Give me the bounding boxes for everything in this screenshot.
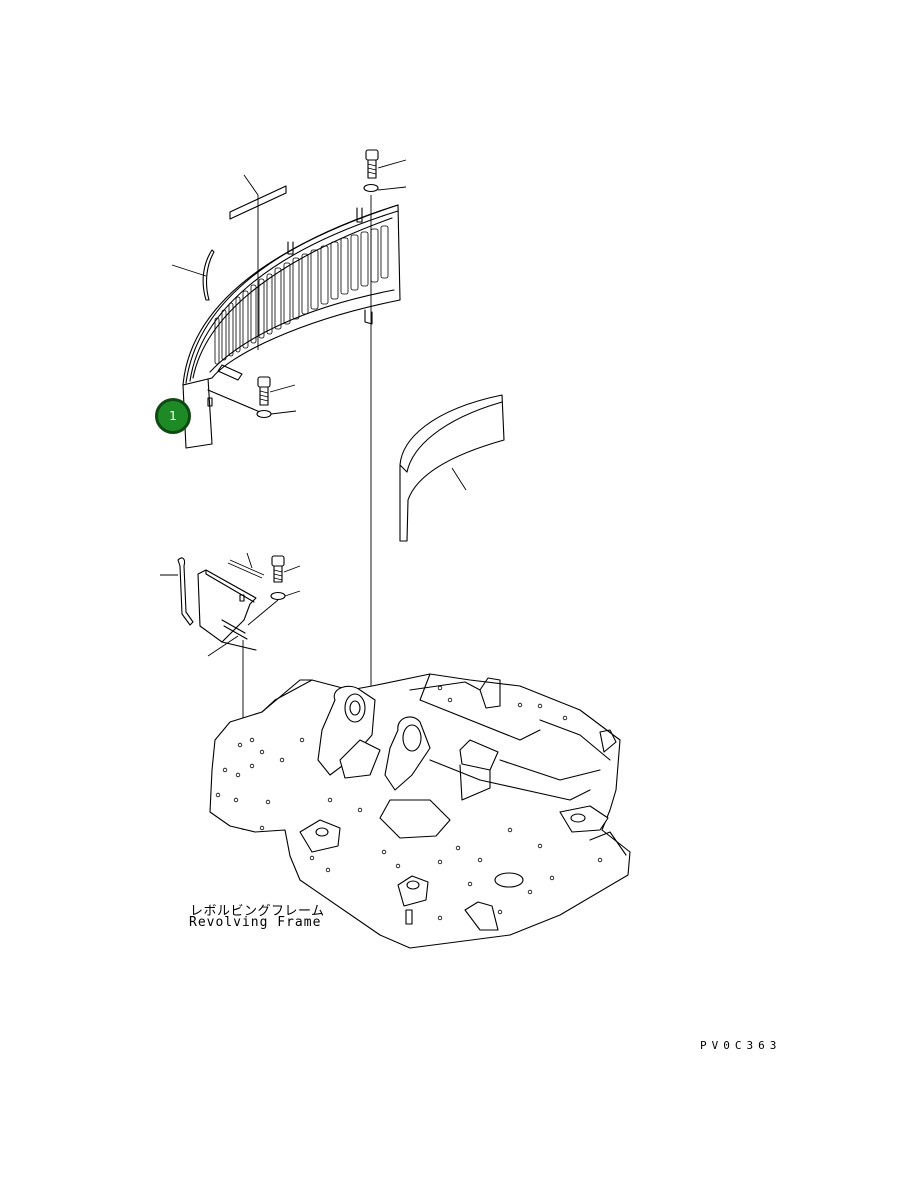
- curved-plate[interactable]: [399, 394, 505, 542]
- washer-lower[interactable]: [270, 591, 286, 601]
- bolt-lower[interactable]: [271, 555, 285, 583]
- frame-label-english: Revolving Frame: [189, 915, 322, 930]
- bolt-middle[interactable]: [257, 376, 271, 406]
- drawing-code: PV0C363: [700, 1039, 782, 1052]
- small-cover[interactable]: [197, 569, 257, 651]
- grille-cover[interactable]: [182, 204, 401, 449]
- washer-middle[interactable]: [256, 409, 272, 419]
- side-seal[interactable]: [202, 249, 215, 301]
- bolt-top[interactable]: [365, 149, 379, 179]
- revolving-frame: [209, 673, 631, 949]
- small-seal[interactable]: [177, 557, 194, 626]
- frame-label-japanese: レボルビングフレーム: [190, 904, 325, 919]
- washer-top[interactable]: [363, 183, 379, 193]
- small-strip[interactable]: [227, 559, 265, 579]
- callout-1[interactable]: 1: [155, 398, 191, 434]
